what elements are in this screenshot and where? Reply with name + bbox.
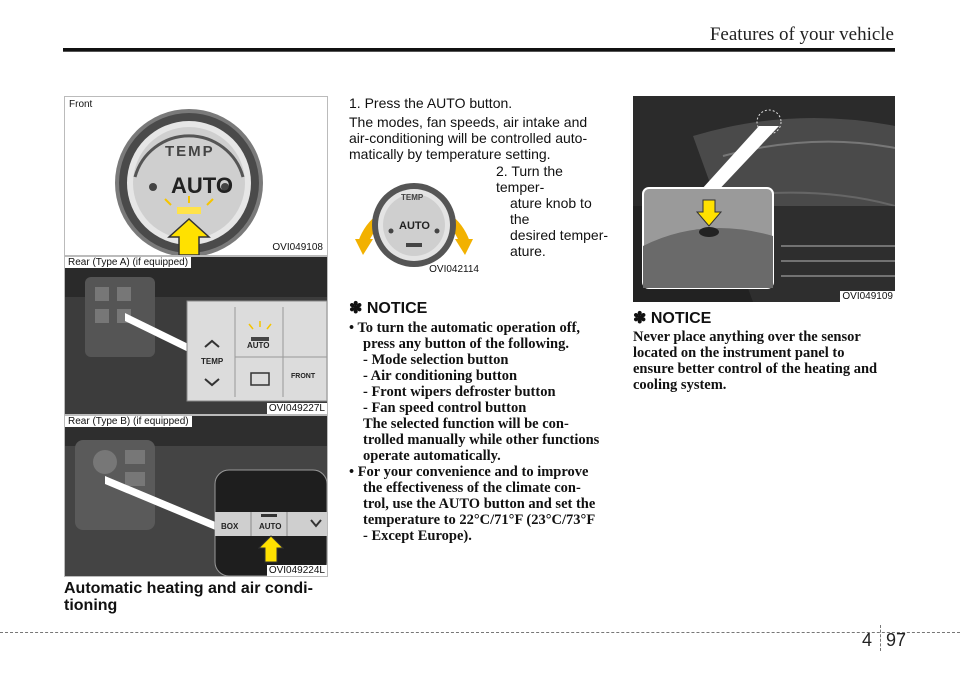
photo-rear-a-caption: Rear (Type A) (if equipped) <box>65 257 192 268</box>
photo-dashboard-code: OVI049109 <box>840 291 895 302</box>
notice-middle-line-9: operate automatically. <box>363 448 501 464</box>
section-title-line-1: Automatic heating and air condi- <box>64 580 313 597</box>
rear-b-auto-label: AUTO <box>259 522 282 531</box>
step-1: 1. Press the AUTO button. <box>349 95 513 111</box>
notice-right-line-4: cooling system. <box>633 377 727 393</box>
rear-a-temp-label: TEMP <box>201 357 224 366</box>
notice-middle-line-6: - Fan speed control button <box>363 400 527 416</box>
notice-middle-line-14: - Except Europe). <box>363 528 472 544</box>
knob-turn-code: OVI042114 <box>429 264 479 275</box>
page-header-title: Features of your vehicle <box>709 24 894 45</box>
rear-type-a-illustration <box>65 257 327 414</box>
footer-divider <box>0 632 960 633</box>
front-knob-auto-label: AUTO <box>171 173 233 198</box>
photo-rear-b-code: OVI049224L <box>266 565 327 576</box>
header-rule-thin <box>63 51 895 52</box>
notice-middle-line-8: trolled manually while other functions <box>363 432 600 448</box>
rear-type-b-illustration <box>65 416 327 576</box>
notice-title-middle: ✽ NOTICE <box>349 300 428 317</box>
photo-front-knob: Front TEMP AUTO OVI049108 <box>64 96 328 256</box>
notice-title-right: ✽ NOTICE <box>633 310 712 327</box>
notice-body-right: Never place anything over the sensor loc… <box>633 329 899 393</box>
photo-rear-type-a: Rear (Type A) (if equipped) TEMP AUTO FR… <box>64 256 328 415</box>
rear-a-auto-label: AUTO <box>247 341 270 350</box>
photo-front-caption: Front <box>69 99 93 110</box>
photo-knob-turn: TEMP AUTO OVI042114 <box>349 163 479 275</box>
notice-middle-line-12: trol, use the AUTO button and set the <box>363 496 596 512</box>
step-2-line-1: 2. Turn the temper- <box>496 163 563 195</box>
notice-middle-line-3: - Mode selection button <box>363 352 509 368</box>
notice-right-line-2: located on the instrument panel to <box>633 345 845 361</box>
photo-front-code: OVI049108 <box>270 242 325 253</box>
notice-middle-line-5: - Front wipers defroster button <box>363 384 556 400</box>
turn-knob-auto-label: AUTO <box>399 220 430 232</box>
footer-chapter-number: 4 <box>862 630 873 650</box>
photo-rear-b-caption: Rear (Type B) (if equipped) <box>65 416 192 427</box>
footer-vertical-divider <box>880 625 881 651</box>
header-rule <box>63 48 895 51</box>
intro-para-line-2: air-conditioning will be controlled auto… <box>349 130 588 146</box>
intro-para-line-1: The modes, fan speeds, air intake and <box>349 114 588 130</box>
rear-b-box-label: BOX <box>221 522 239 531</box>
step-2-line-3: desired temper- <box>510 227 609 243</box>
photo-dashboard-sensor: OVI049109 <box>633 96 895 302</box>
turn-knob-temp-label: TEMP <box>401 193 424 202</box>
section-title-line-2: tioning <box>64 597 118 614</box>
notice-middle-line-1: • To turn the automatic operation off, <box>349 320 581 336</box>
notice-body-middle: • To turn the automatic operation off, p… <box>349 320 615 544</box>
notice-middle-line-10: • For your convenience and to improve <box>349 464 589 480</box>
section-title: Automatic heating and air condi- tioning <box>64 580 313 614</box>
notice-middle-line-13: temperature to 22°C/71°F (23°C/73°F <box>363 512 596 528</box>
footer-page-number: 97 <box>886 630 907 650</box>
step-2-line-2: ature knob to the <box>510 195 592 227</box>
intro-text: 1. Press the AUTO button. The modes, fan… <box>349 95 613 162</box>
notice-middle-line-11: the effectiveness of the climate con- <box>363 480 581 496</box>
photo-rear-a-code: OVI049227L <box>266 403 327 414</box>
step-2: 2. Turn the temper- ature knob to the de… <box>488 163 614 259</box>
front-knob-illustration <box>115 109 263 255</box>
notice-middle-line-2: press any button of the following. <box>363 336 569 352</box>
notice-right-line-3: ensure better control of the heating and <box>633 361 878 377</box>
intro-para-line-3: matically by temperature setting. <box>349 146 551 162</box>
knob-turn-illustration <box>355 183 473 267</box>
photo-rear-type-b: Rear (Type B) (if equipped) BOX AUTO OVI… <box>64 415 328 577</box>
notice-middle-line-7: The selected function will be con- <box>363 416 569 432</box>
front-knob-temp-label: TEMP <box>165 143 215 160</box>
notice-middle-line-4: - Air conditioning button <box>363 368 518 384</box>
notice-right-line-1: Never place anything over the sensor <box>633 329 861 345</box>
step-2-line-4: ature. <box>510 243 546 259</box>
dashboard-sensor-illustration <box>633 96 895 302</box>
rear-a-front-label: FRONT <box>291 373 316 380</box>
